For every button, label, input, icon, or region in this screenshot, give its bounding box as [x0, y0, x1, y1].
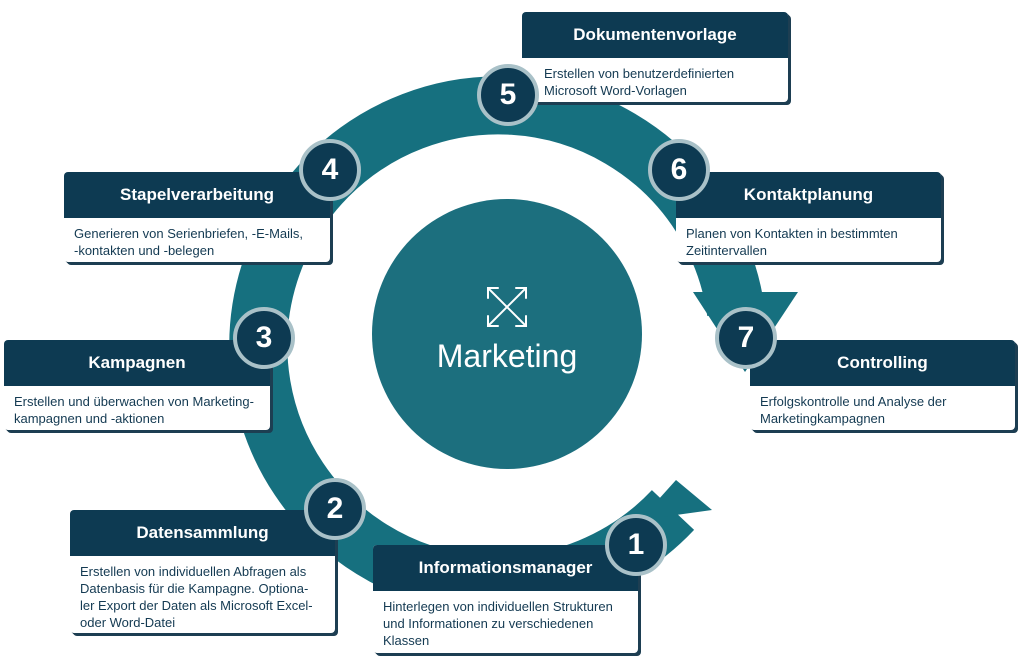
step-title: Datensammlung [70, 510, 335, 556]
step-number-badge: 3 [233, 307, 295, 369]
expand-arrows-icon [487, 287, 527, 327]
center-circle [372, 199, 642, 469]
step-description: Planen von Kontakten in bestimmten Zeiti… [686, 226, 898, 258]
step-description: Generieren von Serienbriefen, -E-Mails, … [74, 226, 304, 258]
step-number-badge: 1 [605, 514, 667, 576]
step-title: Controlling [750, 340, 1015, 386]
step-card-dokumentenvorlage: Dokumentenvorlage Erstellen von benutzer… [522, 12, 788, 102]
step-description: Erstellen von benutzerdefinierten Micros… [544, 66, 735, 98]
step-title: Dokumentenvorlage [522, 12, 788, 58]
step-number-badge: 2 [304, 478, 366, 540]
step-description: Hinterlegen von individuellen Strukturen… [383, 599, 613, 648]
step-description: Erfolgskontrolle und Analyse der Marketi… [760, 394, 947, 426]
step-number-badge: 7 [715, 307, 777, 369]
step-card-stapelverarbeitung: Stapelverarbeitung Generieren von Serien… [64, 172, 330, 262]
step-number-badge: 4 [299, 139, 361, 201]
step-title: Kampagnen [4, 340, 270, 386]
step-card-controlling: Controlling Erfolgskontrolle und Analyse… [750, 340, 1015, 430]
step-title: Kontaktplanung [676, 172, 941, 218]
step-title: Informationsmanager [373, 545, 638, 591]
center-title: Marketing [436, 338, 578, 374]
step-card-kontaktplanung: Kontaktplanung Planen von Kontakten in b… [676, 172, 941, 262]
step-number-badge: 5 [477, 64, 539, 126]
step-card-datensammlung: Datensammlung Erstellen von individuelle… [70, 510, 335, 633]
step-card-informationsmanager: Informationsmanager Hinterlegen von indi… [373, 545, 638, 653]
step-title: Stapelverarbeitung [64, 172, 330, 218]
step-description: Erstellen und überwachen von Marketing- … [14, 394, 254, 426]
ring-tail [640, 480, 712, 520]
step-number-badge: 6 [648, 139, 710, 201]
step-description: Erstellen von individuellen Abfragen als… [80, 564, 313, 630]
step-card-kampagnen: Kampagnen Erstellen und überwachen von M… [4, 340, 270, 430]
